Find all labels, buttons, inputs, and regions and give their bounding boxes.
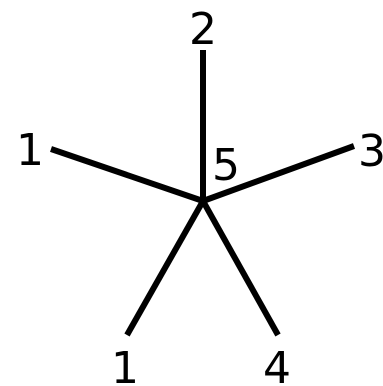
spoke-lower-left <box>124 199 206 337</box>
label-center: 5 <box>212 140 240 191</box>
label-bottom-right: 4 <box>263 343 291 386</box>
spoke-right <box>201 143 356 204</box>
label-right: 3 <box>358 126 383 177</box>
label-top: 2 <box>189 4 217 55</box>
spoke-left <box>50 146 204 204</box>
label-left: 1 <box>16 125 44 176</box>
label-bottom-left: 1 <box>111 343 139 386</box>
spoke-lower-right <box>200 199 281 337</box>
